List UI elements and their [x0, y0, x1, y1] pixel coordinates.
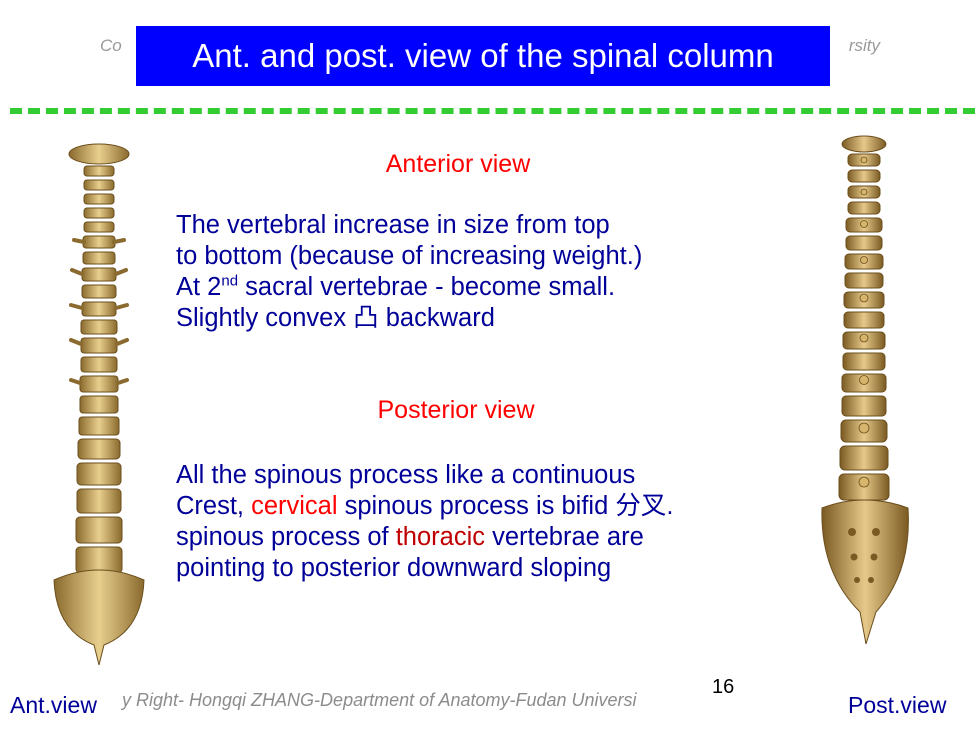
- anterior-description: The vertebral increase in size from top …: [176, 210, 642, 334]
- posterior-description: All the spinous process like a continuou…: [176, 460, 673, 584]
- anterior-line-2: to bottom (because of increasing weight.…: [176, 242, 643, 270]
- posterior-spine-illustration: [821, 135, 909, 645]
- anterior-spine-illustration: [53, 143, 145, 666]
- posterior-line-3-end: vertebrae are: [485, 523, 644, 551]
- anterior-line-4: Slightly convex 凸 backward: [176, 304, 495, 332]
- posterior-line-2-end: spinous process is bifid 分叉.: [337, 492, 674, 520]
- anterior-view-label: Ant.view: [10, 692, 97, 718]
- copyright-top-right: rsity: [848, 36, 880, 55]
- slide-title: Ant. and post. view of the spinal column: [136, 26, 830, 86]
- page-number: 16: [712, 676, 735, 698]
- posterior-line-3-start: spinous process of: [176, 523, 396, 551]
- green-dashed-divider: [10, 108, 975, 114]
- thoracic-highlight: thoracic: [395, 523, 485, 551]
- copyright-footer: y Right- Hongqi ZHANG-Department of Anat…: [122, 690, 637, 710]
- posterior-view-label: Post.view: [848, 692, 947, 718]
- anterior-line-3-start: At 2: [176, 273, 222, 301]
- posterior-line-1: All the spinous process like a continuou…: [176, 461, 636, 489]
- anterior-line-3: At 2nd sacral vertebrae - become small.: [176, 272, 642, 303]
- posterior-line-4: pointing to posterior downward sloping: [176, 554, 612, 582]
- anterior-line-3-end: sacral vertebrae - become small.: [238, 273, 616, 301]
- posterior-line-2-start: Crest,: [176, 492, 252, 520]
- anterior-line-1: The vertebral increase in size from top: [176, 211, 610, 239]
- cervical-highlight: cervical: [251, 492, 338, 520]
- anterior-view-heading: Anterior view: [385, 150, 531, 178]
- posterior-line-2: Crest, cervical spinous process is bifid…: [176, 491, 673, 522]
- posterior-view-heading: Posterior view: [377, 396, 535, 424]
- posterior-line-3: spinous process of thoracic vertebrae ar…: [176, 522, 673, 553]
- ordinal-superscript: nd: [221, 272, 239, 290]
- copyright-top-left: Co: [100, 36, 122, 55]
